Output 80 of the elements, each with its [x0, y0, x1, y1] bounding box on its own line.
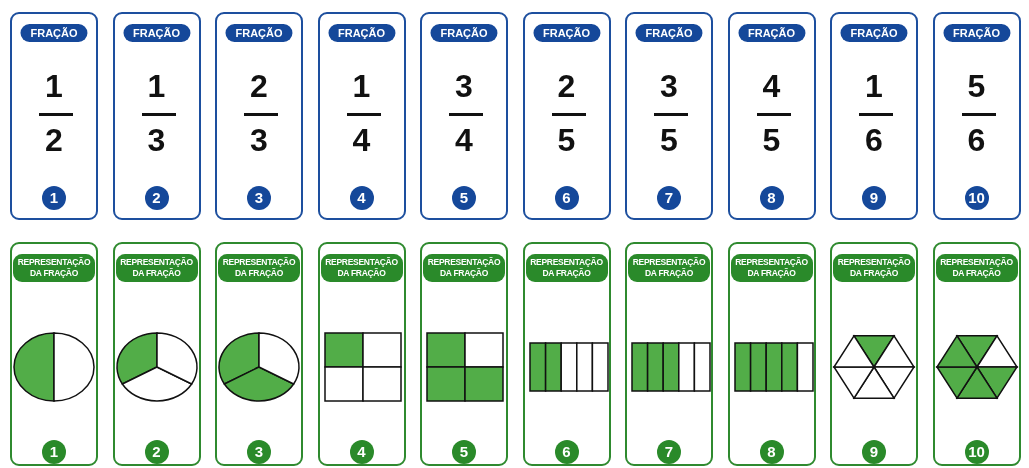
numerator: 4 [761, 69, 782, 103]
representation-card [10, 242, 98, 466]
denominator: 5 [556, 123, 577, 157]
number-badge: 8 [759, 440, 784, 464]
denominator: 4 [351, 123, 372, 157]
number-badge: 5 [452, 440, 476, 464]
fraction-card [830, 12, 918, 220]
title-label: FRAÇÃO [225, 24, 293, 42]
number-badge: 9 [862, 186, 886, 210]
representation-card [215, 242, 303, 466]
representation-card [932, 242, 1021, 466]
fraction-card [727, 12, 816, 220]
number-badge: 10 [964, 440, 989, 464]
title-label: FRAÇÃO [635, 24, 703, 42]
denominator: 3 [146, 123, 167, 157]
title-label: FRAÇÃO [532, 24, 601, 42]
numerator: 5 [966, 69, 987, 103]
title-label: FRAÇÃO [122, 24, 191, 42]
title-label: REPRESENTAÇÃO DA FRAÇÃO [525, 254, 608, 282]
number-badge: 7 [657, 440, 681, 464]
number-badge: 5 [452, 186, 476, 210]
number-badge: 2 [144, 186, 169, 210]
numerator: 2 [249, 69, 269, 103]
representation-card [830, 242, 918, 466]
number-badge: 6 [554, 440, 579, 464]
number-badge: 8 [759, 186, 784, 210]
denominator: 6 [864, 123, 884, 157]
number-badge: 9 [862, 440, 886, 464]
title-label: REPRESENTAÇÃO DA FRAÇÃO [218, 254, 300, 282]
denominator: 2 [44, 123, 64, 157]
number-badge: 4 [349, 440, 374, 464]
representation-card [317, 242, 406, 466]
title-label: REPRESENTAÇÃO DA FRAÇÃO [935, 254, 1018, 282]
title-label: REPRESENTAÇÃO DA FRAÇÃO [13, 254, 95, 282]
denominator: 6 [966, 123, 987, 157]
title-label: FRAÇÃO [20, 24, 88, 42]
fraction-card [625, 12, 713, 220]
title-label: REPRESENTAÇÃO DA FRAÇÃO [423, 254, 505, 282]
representation-card [420, 242, 508, 466]
title-label: FRAÇÃO [430, 24, 498, 42]
number-badge: 7 [657, 186, 681, 210]
representation-card [727, 242, 816, 466]
numerator: 3 [454, 69, 474, 103]
fraction-card [932, 12, 1021, 220]
fraction-card [420, 12, 508, 220]
title-label: REPRESENTAÇÃO DA FRAÇÃO [320, 254, 403, 282]
number-badge: 2 [144, 440, 169, 464]
title-label: REPRESENTAÇÃO DA FRAÇÃO [115, 254, 198, 282]
fraction-card [317, 12, 406, 220]
denominator: 5 [761, 123, 782, 157]
title-label: FRAÇÃO [327, 24, 396, 42]
number-badge: 6 [554, 186, 579, 210]
title-label: FRAÇÃO [737, 24, 806, 42]
title-label: REPRESENTAÇÃO DA FRAÇÃO [833, 254, 915, 282]
numerator: 2 [556, 69, 577, 103]
numerator: 1 [44, 69, 64, 103]
title-label: REPRESENTAÇÃO DA FRAÇÃO [730, 254, 813, 282]
number-badge: 3 [247, 186, 271, 210]
representation-card [625, 242, 713, 466]
title-label: FRAÇÃO [840, 24, 908, 42]
denominator: 5 [659, 123, 679, 157]
fraction-card [215, 12, 303, 220]
representation-card [112, 242, 201, 466]
number-badge: 1 [42, 440, 66, 464]
denominator: 3 [249, 123, 269, 157]
title-label: FRAÇÃO [942, 24, 1011, 42]
numerator: 1 [351, 69, 372, 103]
number-badge: 4 [349, 186, 374, 210]
fraction-card [10, 12, 98, 220]
number-badge: 1 [42, 186, 66, 210]
title-label: REPRESENTAÇÃO DA FRAÇÃO [628, 254, 710, 282]
number-badge: 10 [964, 186, 989, 210]
numerator: 1 [146, 69, 167, 103]
fraction-card [112, 12, 201, 220]
denominator: 4 [454, 123, 474, 157]
fraction-card [522, 12, 611, 220]
number-badge: 3 [247, 440, 271, 464]
representation-card [522, 242, 611, 466]
numerator: 1 [864, 69, 884, 103]
numerator: 3 [659, 69, 679, 103]
